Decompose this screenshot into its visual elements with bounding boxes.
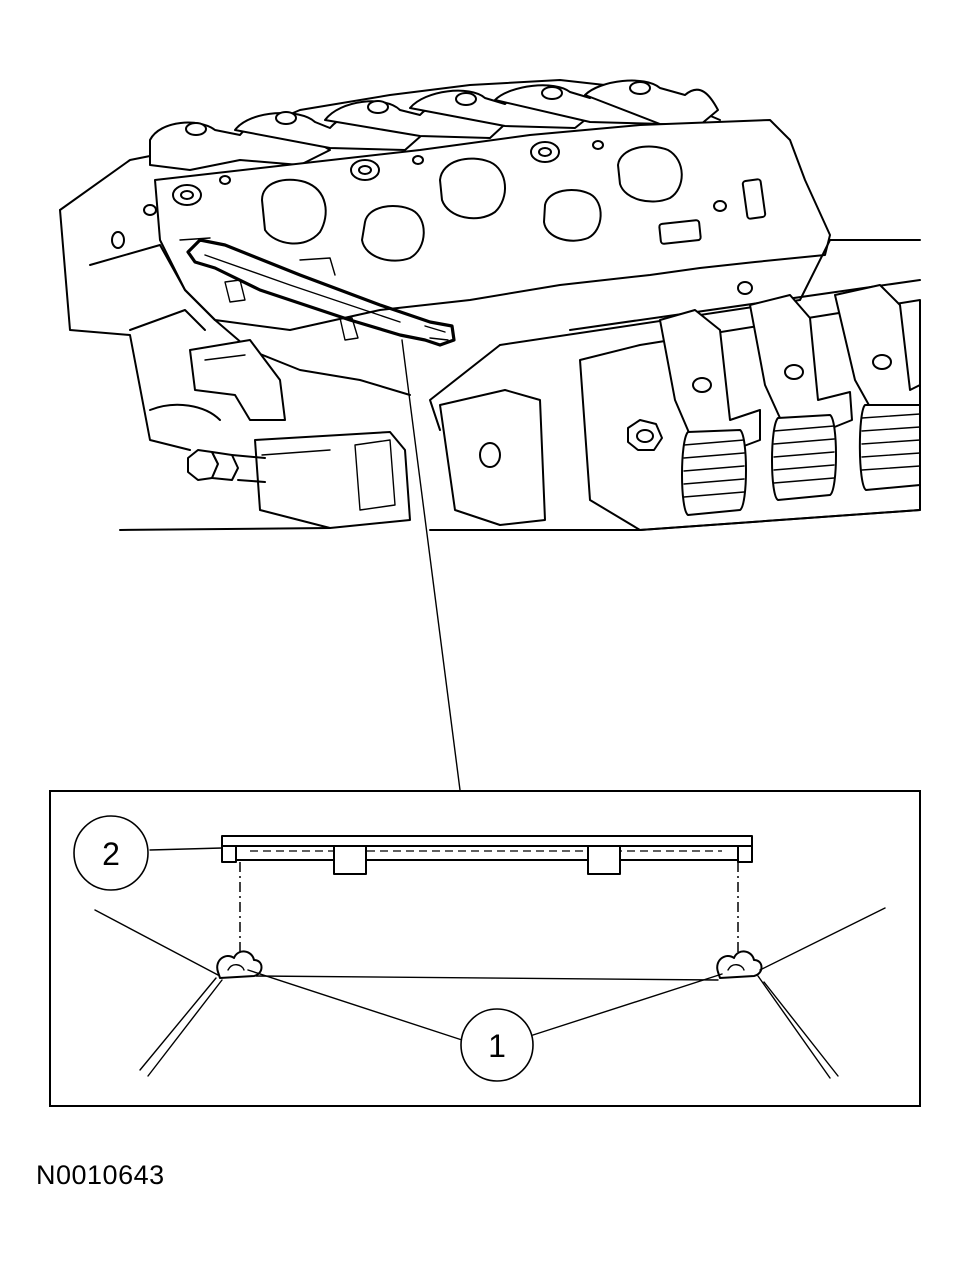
- right-bank-valvetrain: [429, 239, 921, 531]
- upper-rocker-row: [149, 79, 719, 171]
- block-right-edge: [757, 907, 886, 1079]
- callout-2-leader: [149, 847, 223, 851]
- figure-id: N0010643: [36, 1160, 165, 1190]
- callout-1-label: 1: [488, 1028, 506, 1064]
- callout-2: 2: [73, 815, 149, 891]
- leader-line-to-detail: [401, 339, 461, 791]
- sealant-bead-right: [716, 950, 763, 979]
- detail-inset: 2 1: [49, 790, 921, 1107]
- callout-1-leader-left: [247, 969, 463, 1041]
- engine-block-lower-left: [89, 231, 411, 531]
- callout-2-label: 2: [102, 836, 120, 872]
- valve-springs: [681, 404, 921, 516]
- cylinder-head-face: [143, 119, 831, 331]
- block-left-edge: [94, 909, 223, 1077]
- seal-strip: [221, 835, 753, 875]
- seal-in-place: [186, 238, 456, 347]
- block-joint-line: [255, 975, 719, 981]
- callout-1-leader-right: [532, 973, 723, 1036]
- engine-illustration: [59, 79, 921, 791]
- callout-1: 1: [460, 1008, 534, 1082]
